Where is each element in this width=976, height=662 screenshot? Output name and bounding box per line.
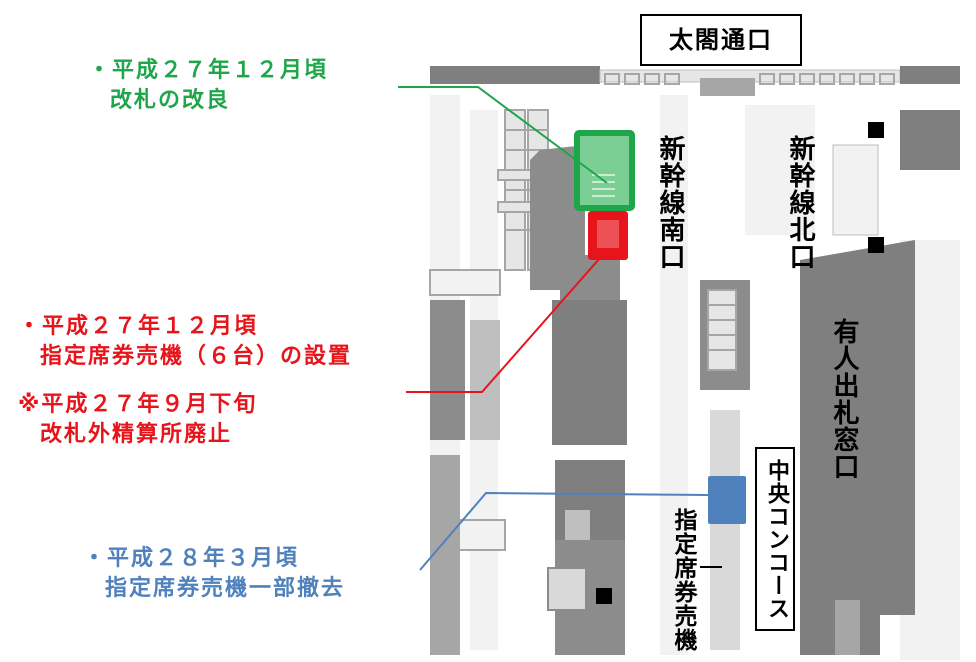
top-wall	[430, 66, 960, 96]
central-concourse-label: 中央コンコース	[755, 447, 795, 631]
building-blocks	[430, 145, 627, 655]
red-annotation-line-1: ・平成２７年１２月頃	[18, 314, 259, 339]
blue-annotation: ・平成２８年３月頃 指定席券売機一部撤去	[83, 544, 345, 604]
blue-leader-line	[419, 491, 709, 571]
blue-annotation-line-2: 指定席券売機一部撤去	[105, 576, 346, 601]
shinkansen-south-exit-label: 新幹線南口	[655, 135, 685, 270]
red-annotation-line-3: ※平成２７年９月下旬	[18, 392, 258, 417]
green-annotation: ・平成２７年１２月頃 改札の改良	[88, 56, 328, 116]
blue-annotation-line-1: ・平成２８年３月頃	[83, 546, 300, 571]
reserved-seat-machines-label: 指定席券売機	[670, 508, 696, 652]
right-blocks	[800, 110, 960, 655]
green-annotation-line-2: 改札の改良	[110, 88, 231, 113]
shinkansen-north-exit-label: 新幹線北口	[785, 135, 815, 270]
taiko-exit-label: 太閤通口	[640, 14, 802, 66]
stairs-middle	[700, 280, 750, 650]
removed-ticket-machine-marker	[708, 476, 746, 524]
red-annotation-line-2: 指定席券売機（６台）の設置	[40, 344, 353, 369]
green-annotation-line-1: ・平成２７年１２月頃	[88, 58, 329, 83]
red-annotation-line-4: 改札外精算所廃止	[40, 422, 233, 447]
green-leader-line	[398, 86, 608, 184]
red-leader-line	[406, 249, 608, 393]
gate-improvement-marker	[574, 130, 635, 211]
red-annotation: ・平成２７年１２月頃 指定席券売機（６台）の設置 ※平成２７年９月下旬 改札外精…	[18, 312, 352, 450]
staffed-ticket-window-label: 有人出札窓口	[829, 318, 859, 480]
